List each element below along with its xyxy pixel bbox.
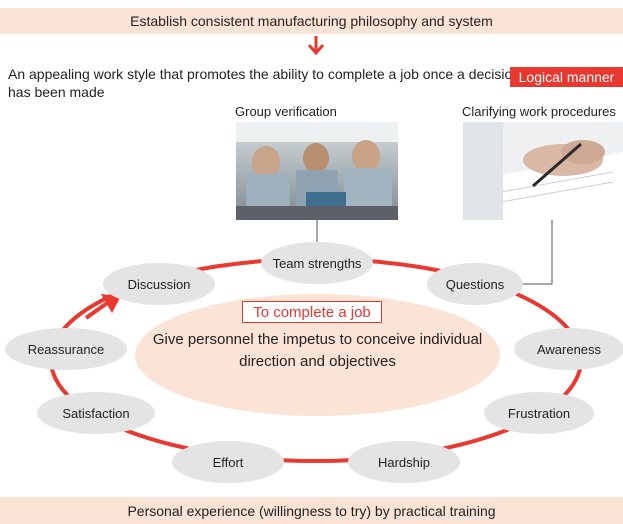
group-verification-photo [236, 122, 398, 220]
center-text: Give personnel the impetus to conceive i… [152, 331, 483, 370]
intro-text: An appealing work style that promotes th… [8, 66, 521, 100]
node-hardship: Hardship [348, 441, 460, 483]
cycle-arrow-icon [84, 294, 121, 320]
clarifying-work-photo [463, 122, 623, 220]
photo-label-group-verification: Group verification [235, 104, 337, 119]
node-questions: Questions [427, 263, 523, 305]
top-banner: Establish consistent manufacturing philo… [0, 8, 623, 34]
center-tag: To complete a job [242, 301, 382, 323]
bottom-banner: Personal experience (willingness to try)… [0, 497, 623, 524]
node-team-strengths: Team strengths [261, 242, 373, 284]
photo-connector-right [520, 220, 553, 285]
photo-label-clarifying-work: Clarifying work procedures [462, 104, 616, 119]
bottom-banner-text: Personal experience (willingness to try)… [127, 502, 496, 519]
node-discussion: Discussion [103, 263, 215, 305]
node-satisfaction: Satisfaction [37, 392, 155, 434]
down-arrow-icon [307, 36, 325, 56]
node-effort: Effort [172, 441, 284, 483]
logical-manner-tag: Logical manner [510, 67, 623, 87]
node-frustration: Frustration [484, 392, 594, 434]
node-reassurance: Reassurance [5, 328, 127, 370]
top-banner-text: Establish consistent manufacturing philo… [130, 13, 493, 29]
node-awareness: Awareness [514, 328, 623, 370]
